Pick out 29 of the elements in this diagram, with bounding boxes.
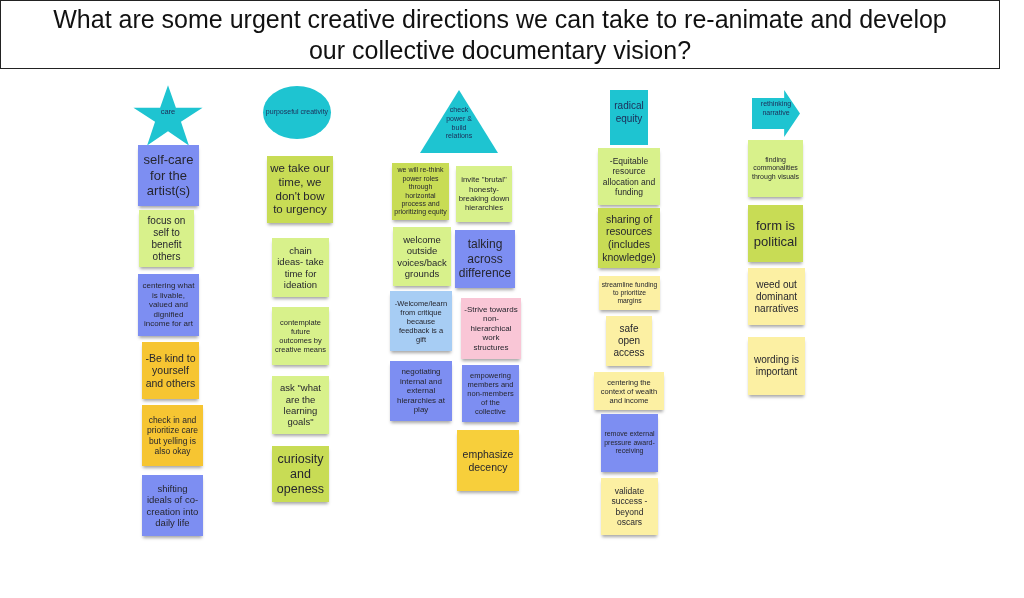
sticky-note: check in and prioritize care but yelling is also okay — [142, 405, 203, 466]
sticky-note: negotiating internal and external hierarchies at play — [390, 361, 452, 421]
sticky-note: validate success - beyond oscars — [601, 478, 658, 535]
sticky-note: centering what is livable, valued and dignified income for art — [138, 274, 199, 336]
sticky-note: shifting ideals of co-creation into daily life — [142, 475, 203, 536]
triangle-shape — [420, 90, 498, 153]
sticky-note: safe open access — [606, 316, 652, 366]
title-banner: What are some urgent creative directions we can take to re-animate and develop our collective documentary vision? — [0, 0, 1000, 69]
sticky-note: chain ideas- take time for ideation — [272, 238, 329, 297]
sticky-note: talking across difference — [455, 230, 515, 288]
sticky-note: -Strive towards non-hierarchical work structures — [461, 298, 521, 359]
sticky-note: -Equitable resource allocation and funding — [598, 148, 660, 205]
sticky-note: self-care for the artist(s) — [138, 145, 199, 206]
circle-shape — [263, 86, 331, 139]
sticky-note: welcome outside voices/backgrounds — [393, 227, 451, 286]
sticky-note: emphasize decency — [457, 430, 519, 491]
rectangle-shape — [610, 90, 648, 145]
sticky-note: sharing of resources (includes knowledge) — [598, 208, 660, 268]
sticky-note: curiosity and openess — [272, 446, 329, 502]
category-label: radical equity — [613, 100, 645, 125]
star-shape — [132, 84, 204, 148]
block-arrow-shape — [752, 90, 800, 137]
sticky-note: form is political — [748, 205, 803, 262]
sticky-note: wording is important — [748, 337, 805, 395]
sticky-note: -Be kind to yourself and others — [142, 342, 199, 399]
sticky-note: weed out dominant narratives — [748, 268, 805, 325]
sticky-note: ask "what are the learning goals" — [272, 376, 329, 434]
sticky-note: we take our time, we don't bow to urgency — [267, 156, 333, 223]
sticky-note: focus on self to benefit others — [139, 210, 194, 267]
